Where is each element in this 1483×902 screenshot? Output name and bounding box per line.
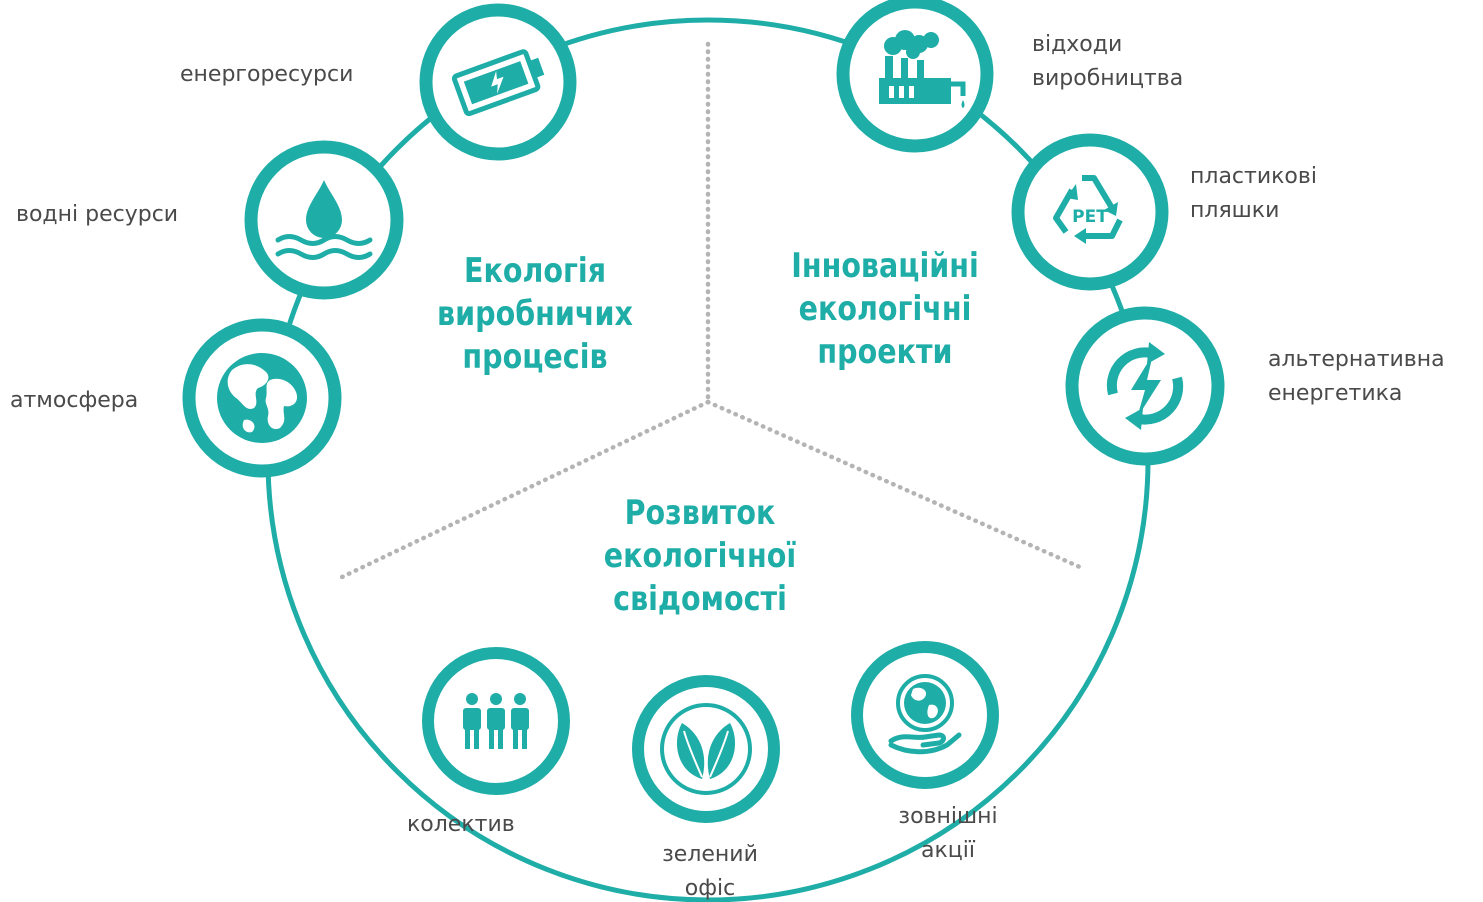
sector-production-title: Екологія виробничих процесів: [437, 251, 633, 377]
node-team: [422, 647, 570, 795]
water-drop-icon: [275, 180, 373, 260]
label-team: колектив: [407, 812, 515, 837]
node-waste: [836, 0, 994, 153]
sector-innovation-title: Інноваційні екологічні проекти: [791, 246, 979, 372]
sector-dividers: [339, 41, 1085, 580]
battery-icon: [451, 49, 545, 117]
node-atmosphere: [182, 318, 342, 478]
node-green-office: [632, 675, 780, 823]
label-plastic: пластикові пляшки: [1190, 164, 1317, 223]
node-water: [244, 140, 404, 300]
globe-in-hand-icon: [888, 674, 962, 755]
label-water: водні ресурси: [16, 202, 179, 227]
pet-text: PET: [1072, 207, 1108, 227]
people-icon: [463, 693, 529, 749]
sector-awareness-title: Розвиток екологічної свідомості: [603, 493, 797, 619]
label-energy: енергоресурси: [180, 62, 354, 87]
label-waste: відходи виробництва: [1032, 32, 1184, 91]
renewable-energy-icon: [1106, 342, 1184, 430]
recycle-pet-icon: PET: [1053, 175, 1123, 244]
node-energy: [419, 3, 577, 161]
leaves-icon: [660, 703, 752, 795]
node-plastic: PET: [1011, 133, 1169, 291]
label-alt-energy: альтернативна енергетика: [1268, 347, 1445, 406]
label-external: зовнішні акції: [898, 804, 998, 863]
node-external: [851, 641, 999, 789]
node-alt-energy: [1065, 306, 1225, 466]
divider-right: [705, 399, 1085, 571]
globe-icon: [217, 353, 307, 443]
divider-left: [339, 399, 711, 580]
label-green-office: зелений офіс: [662, 842, 758, 901]
label-atmosphere: атмосфера: [10, 388, 139, 413]
factory-icon: [879, 30, 966, 108]
